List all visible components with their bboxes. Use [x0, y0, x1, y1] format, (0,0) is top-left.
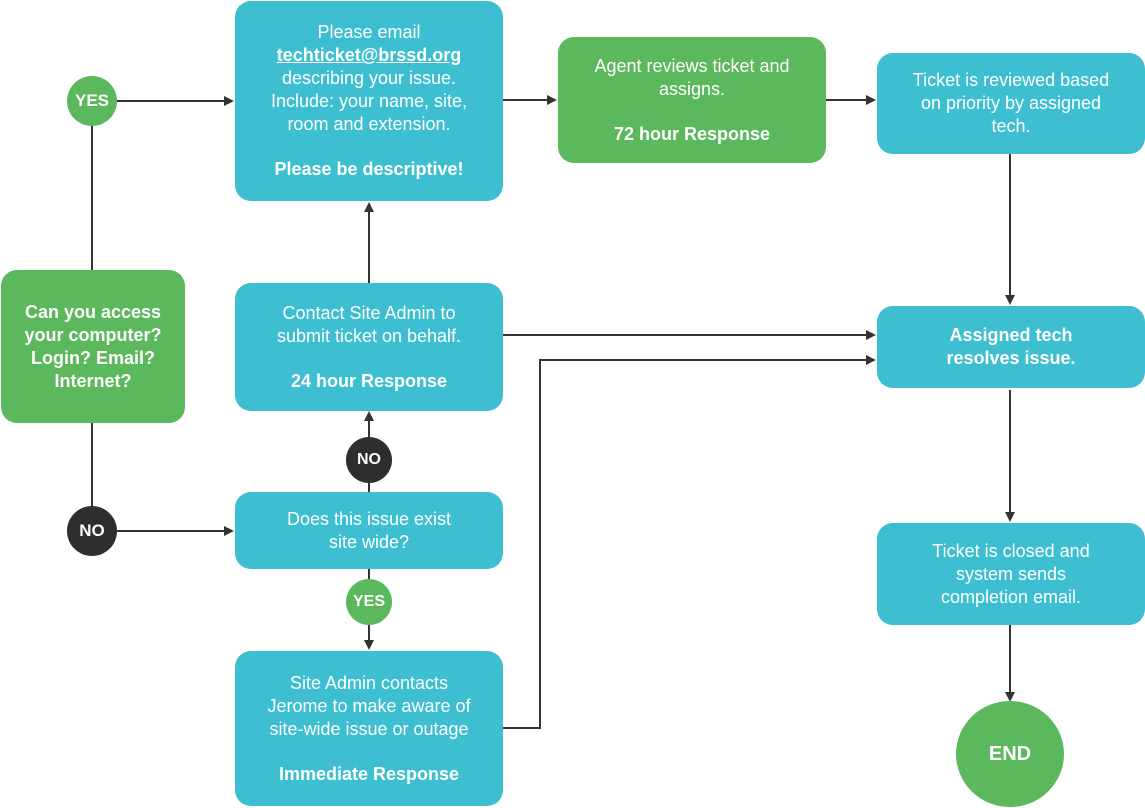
ticket-closed-step: Ticket is closed and system sends comple…	[877, 523, 1145, 625]
jerome-line-3: site-wide issue or outage	[269, 718, 469, 739]
closed-line-1: Ticket is closed and	[932, 540, 1090, 561]
access-question-line-2: your computer?	[24, 324, 162, 345]
support-email-link[interactable]: techticket@brssd.org	[276, 45, 462, 65]
email-step-line-4: Include: your name, site,	[270, 91, 468, 111]
agent-step-line-1: Agent reviews ticket and	[594, 55, 790, 76]
closed-line-2: system sends	[955, 563, 1067, 584]
contact-site-admin-step: Contact Site Admin to submit ticket on b…	[235, 283, 503, 411]
computer-access-question: Can you access your computer? Login? Ema…	[1, 270, 185, 423]
yes-label: YES	[74, 91, 110, 110]
resolves-line-2: resolves issue.	[946, 348, 1076, 368]
email-step-emphasis: Please be descriptive!	[274, 159, 464, 179]
email-step-line-1: Please email	[317, 22, 421, 42]
access-question-line-1: Can you access	[24, 301, 162, 322]
reviewed-step-line-1: Ticket is reviewed based	[912, 70, 1110, 90]
jerome-line-2: Jerome to make aware of	[267, 695, 471, 716]
resolves-line-1: Assigned tech	[949, 325, 1073, 345]
reviewed-step-line-3: tech.	[991, 116, 1031, 136]
site-admin-line-1: Contact Site Admin to	[282, 302, 456, 323]
access-question-line-3: Login? Email?	[31, 347, 155, 368]
site-admin-contacts-jerome-step: Site Admin contacts Jerome to make aware…	[235, 651, 503, 806]
no-badge-site-wide: NO	[346, 437, 392, 483]
end-node: END	[956, 701, 1064, 807]
no-badge-access: NO	[67, 506, 117, 556]
site-admin-line-2: submit ticket on behalf.	[276, 325, 462, 346]
agent-response-time: 72 hour Response	[613, 123, 771, 144]
jerome-line-1: Site Admin contacts	[289, 672, 449, 693]
email-step-line-5: room and extension.	[287, 114, 451, 134]
yes-badge-access: YES	[67, 76, 117, 126]
access-question-line-4: Internet?	[54, 370, 132, 391]
arrow-jerome-to-resolves	[503, 355, 876, 729]
site-wide-question: Does this issue exist site wide?	[235, 492, 503, 569]
site-wide-line-1: Does this issue exist	[286, 508, 452, 529]
jerome-response-time: Immediate Response	[278, 763, 460, 784]
agent-reviews-step: Agent reviews ticket and assigns. 72 hou…	[558, 37, 826, 163]
site-wide-line-2: site wide?	[328, 531, 410, 552]
tech-resolves-step: Assigned tech resolves issue.	[877, 306, 1145, 388]
yes-badge-site-wide: YES	[346, 579, 392, 625]
closed-line-3: completion email.	[940, 586, 1082, 607]
email-step-line-3: describing your issue.	[281, 68, 457, 88]
no-label: NO	[357, 451, 381, 468]
site-admin-response-time: 24 hour Response	[290, 370, 448, 391]
no-label: NO	[79, 521, 105, 540]
end-label: END	[988, 742, 1032, 765]
agent-step-line-2: assigns.	[658, 78, 726, 99]
ticket-reviewed-step: Ticket is reviewed based on priority by …	[877, 53, 1145, 154]
yes-label: YES	[352, 593, 385, 610]
email-ticket-step: Please email techticket@brssd.org descri…	[235, 1, 503, 201]
reviewed-step-line-2: on priority by assigned	[920, 93, 1102, 113]
